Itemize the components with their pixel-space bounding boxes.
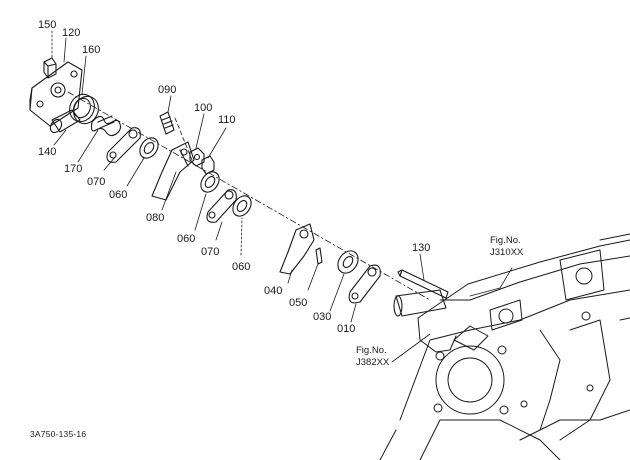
callout-120: 120	[62, 27, 81, 39]
callout-150: 150	[38, 19, 57, 31]
part-170-spring	[90, 115, 122, 137]
assembly-axis-2	[174, 117, 193, 161]
callout-050: 050	[289, 297, 308, 309]
callout-110: 110	[218, 114, 236, 126]
part-010-lever	[348, 264, 381, 304]
drawing-code: 3A750-135-16	[30, 429, 87, 439]
callout-090: 090	[158, 84, 177, 96]
part-060-washer-c	[232, 195, 252, 217]
leader-lines	[51, 30, 513, 363]
part-060-washer-a	[139, 137, 159, 159]
transmission-housing	[379, 233, 630, 460]
fig-ref-j382-title: Fig.No.	[356, 345, 387, 356]
part-030-washer	[337, 250, 359, 274]
callout-170: 170	[64, 163, 83, 175]
part-070-lever-a	[106, 127, 141, 163]
part-130-rod	[397, 269, 449, 299]
callout-140: 140	[38, 146, 57, 158]
fig-ref-j382-number: J382XX	[356, 357, 390, 368]
part-100-nut	[189, 147, 205, 167]
fig-ref-j310-number: J310XX	[490, 247, 524, 258]
callout-160: 160	[82, 44, 101, 56]
part-060-washer-b	[200, 171, 220, 193]
part-040-arm	[279, 223, 315, 275]
assembly-axis	[67, 91, 431, 301]
part-110-nut	[201, 155, 215, 175]
callout-080: 080	[146, 212, 165, 224]
callout-040: 040	[264, 285, 283, 297]
shaft	[393, 289, 447, 317]
part-070-lever-b	[206, 189, 237, 223]
callout-010: 010	[337, 323, 356, 335]
part-140-pin	[49, 109, 81, 134]
fig-ref-j310-title: Fig.No.	[490, 235, 521, 246]
part-080-arm	[151, 141, 195, 201]
part-160-ring	[69, 93, 99, 125]
part-120-cover-plate	[29, 61, 83, 127]
callout-060-c: 060	[232, 261, 251, 273]
callout-060-a: 060	[109, 189, 128, 201]
callout-030: 030	[313, 311, 332, 323]
callout-130: 130	[412, 242, 431, 254]
callout-100: 100	[194, 102, 213, 114]
part-050-pin	[315, 247, 323, 265]
callout-070-b: 070	[201, 246, 220, 258]
callout-070-a: 070	[87, 176, 106, 188]
callout-060-b: 060	[177, 233, 196, 245]
part-090-stud	[159, 111, 175, 135]
